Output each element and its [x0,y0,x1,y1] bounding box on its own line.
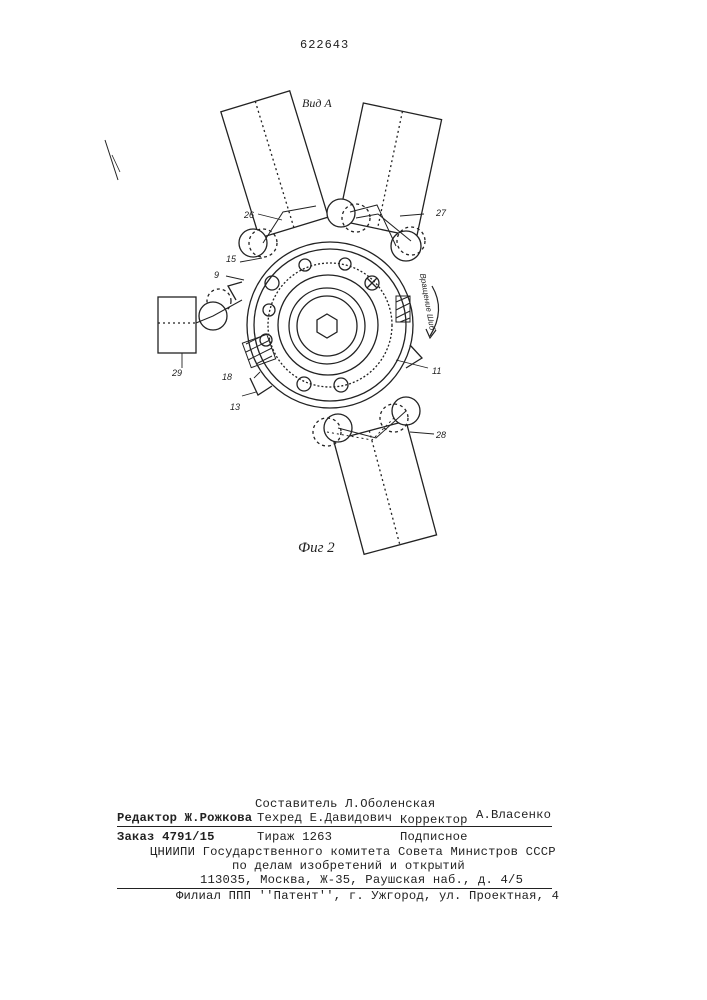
order: Заказ 4791/15 [117,830,215,844]
label-26: 26 [243,210,254,220]
rule-1 [117,826,552,827]
techred: Техред Е.Давидович [257,811,392,825]
corrector: Корректор [400,813,468,827]
subscription: Подписное [400,830,468,844]
block-28 [334,421,437,554]
branch: Филиал ППП ''Патент'', г. Ужгород, ул. П… [176,889,559,903]
circulation: Тираж 1263 [257,830,332,844]
label-11: 11 [432,366,441,376]
label-27: 27 [435,208,447,218]
block-26 [221,91,328,238]
corrector-name: А.Власенко [476,808,551,822]
org-line-1: ЦНИИПИ Государственного комитета Совета … [150,845,556,859]
rotation-label: Вращение Шиб [418,273,437,332]
label-18: 18 [222,372,232,382]
address: 113035, Москва, Ж-35, Раушская наб., д. … [200,873,523,887]
compiler-line: Составитель Л.Оболенская [255,797,435,811]
label-29: 29 [171,368,182,378]
figure-caption: Фиг 2 [298,540,335,557]
editor: Редактор Ж.Рожкова [117,811,252,825]
label-28: 28 [435,430,446,440]
block-29 [158,297,196,353]
label-15: 15 [226,254,237,264]
outer-disk [247,242,413,408]
org-line-2: по делам изобретений и открытий [232,859,465,873]
label-13: 13 [230,402,240,412]
label-9: 9 [214,270,219,280]
